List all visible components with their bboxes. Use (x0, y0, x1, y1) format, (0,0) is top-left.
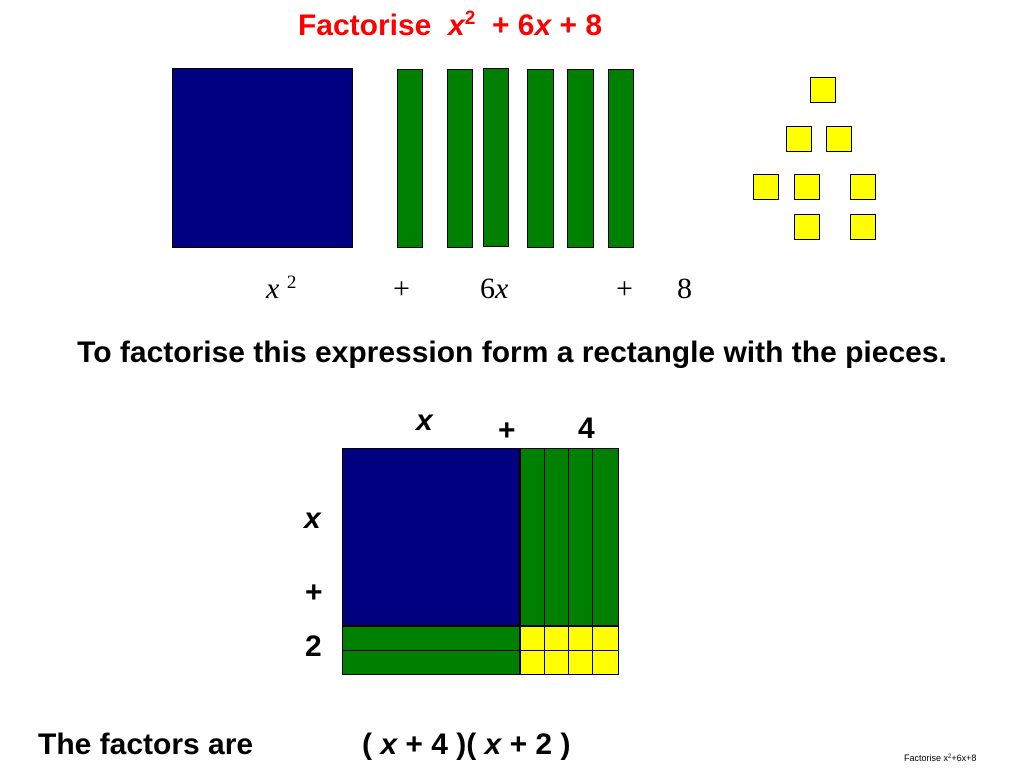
unit-tile (568, 650, 593, 675)
title-prefix: Factorise (297, 9, 432, 42)
x-tile (544, 448, 569, 626)
rect-side-two: 2 (305, 630, 322, 663)
label-plus-2: + (616, 272, 633, 305)
x-tile (447, 69, 473, 248)
rect-side-x: x (304, 502, 321, 535)
factors-expression: ( x + 4 )( x + 2 ) (362, 728, 571, 761)
x-tile (567, 69, 594, 248)
unit-tile (592, 650, 619, 675)
x-squared-tile (172, 68, 353, 248)
label-plus-1: + (393, 272, 410, 305)
unit-tile (826, 126, 852, 152)
unit-tile (520, 650, 545, 675)
x-squared-tile (342, 448, 520, 626)
unit-tile (794, 214, 820, 240)
x-tile (483, 68, 509, 247)
x-tile (520, 448, 545, 626)
title-exponent: 2 (464, 8, 476, 29)
x-tile (397, 69, 423, 248)
unit-tile (544, 650, 569, 675)
unit-tile (850, 214, 876, 240)
unit-tile (794, 174, 820, 200)
x-tile (592, 448, 619, 626)
x-tile (342, 626, 520, 651)
label-eight: 8 (677, 272, 692, 305)
title-plus-eight: + 8 (559, 9, 603, 42)
title-var: x (448, 9, 465, 42)
rect-top-plus: + (498, 414, 516, 447)
unit-tile (810, 77, 836, 103)
title-var-2: x (534, 9, 552, 42)
title-plus-six: + 6 (491, 9, 535, 42)
instruction-text: To factorise this expression form a rect… (77, 336, 947, 369)
x-tile (527, 69, 554, 248)
label-x-squared: x 2 (266, 272, 297, 305)
label-six-x: 6x (480, 272, 509, 305)
x-tile (568, 448, 593, 626)
unit-tile (592, 626, 619, 651)
unit-tile (753, 174, 779, 200)
slide-title: Factorise x2 + 6x + 8 (0, 8, 900, 43)
unit-tile (568, 626, 593, 651)
factors-label: The factors are (38, 728, 254, 761)
x-tile (342, 650, 520, 675)
unit-tile (786, 126, 812, 152)
unit-tile (544, 626, 569, 651)
slide-footer: Factorise x2+6x+8 (904, 753, 977, 763)
unit-tile (520, 626, 545, 651)
unit-tile (850, 174, 876, 200)
rect-top-four: 4 (578, 412, 595, 445)
x-tile (608, 69, 634, 248)
rect-top-x: x (416, 404, 433, 437)
rect-side-plus: + (305, 576, 323, 609)
